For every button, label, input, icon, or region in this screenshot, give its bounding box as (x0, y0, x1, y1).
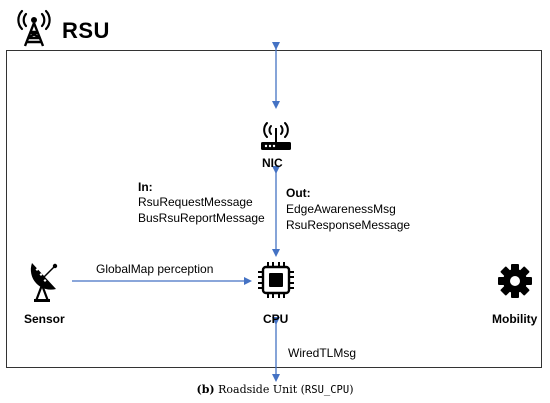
caption-suffix: ) (349, 383, 354, 396)
antenna-tower-icon (17, 9, 51, 47)
cpu-label: CPU (263, 312, 289, 326)
caption-text: Roadside Unit ( (218, 383, 305, 396)
in-title: In: (138, 180, 153, 194)
out-message-2: RsuResponseMessage (286, 218, 411, 232)
out-message-1: EdgeAwarenessMsg (286, 202, 396, 216)
satellite-dish-icon (30, 263, 58, 302)
gear-icon (498, 264, 532, 298)
mobility-label: Mobility (492, 312, 538, 326)
out-title: Out: (286, 186, 311, 200)
wired-message: WiredTLMsg (288, 346, 357, 360)
sensor-label: Sensor (24, 312, 65, 326)
sensor-cpu-message: GlobalMap perception (96, 262, 214, 276)
router-icon (261, 122, 291, 150)
page-title: RSU (62, 18, 110, 43)
figure-caption: (b) Roadside Unit (RSU_CPU) (0, 383, 550, 396)
cpu-chip-icon (258, 262, 294, 298)
caption-code: RSU_CPU (304, 384, 350, 396)
nic-label: NIC (262, 156, 283, 170)
in-message-2: BusRsuReportMessage (138, 211, 265, 225)
caption-prefix: (b) (196, 383, 215, 396)
in-message-1: RsuRequestMessage (138, 195, 253, 209)
